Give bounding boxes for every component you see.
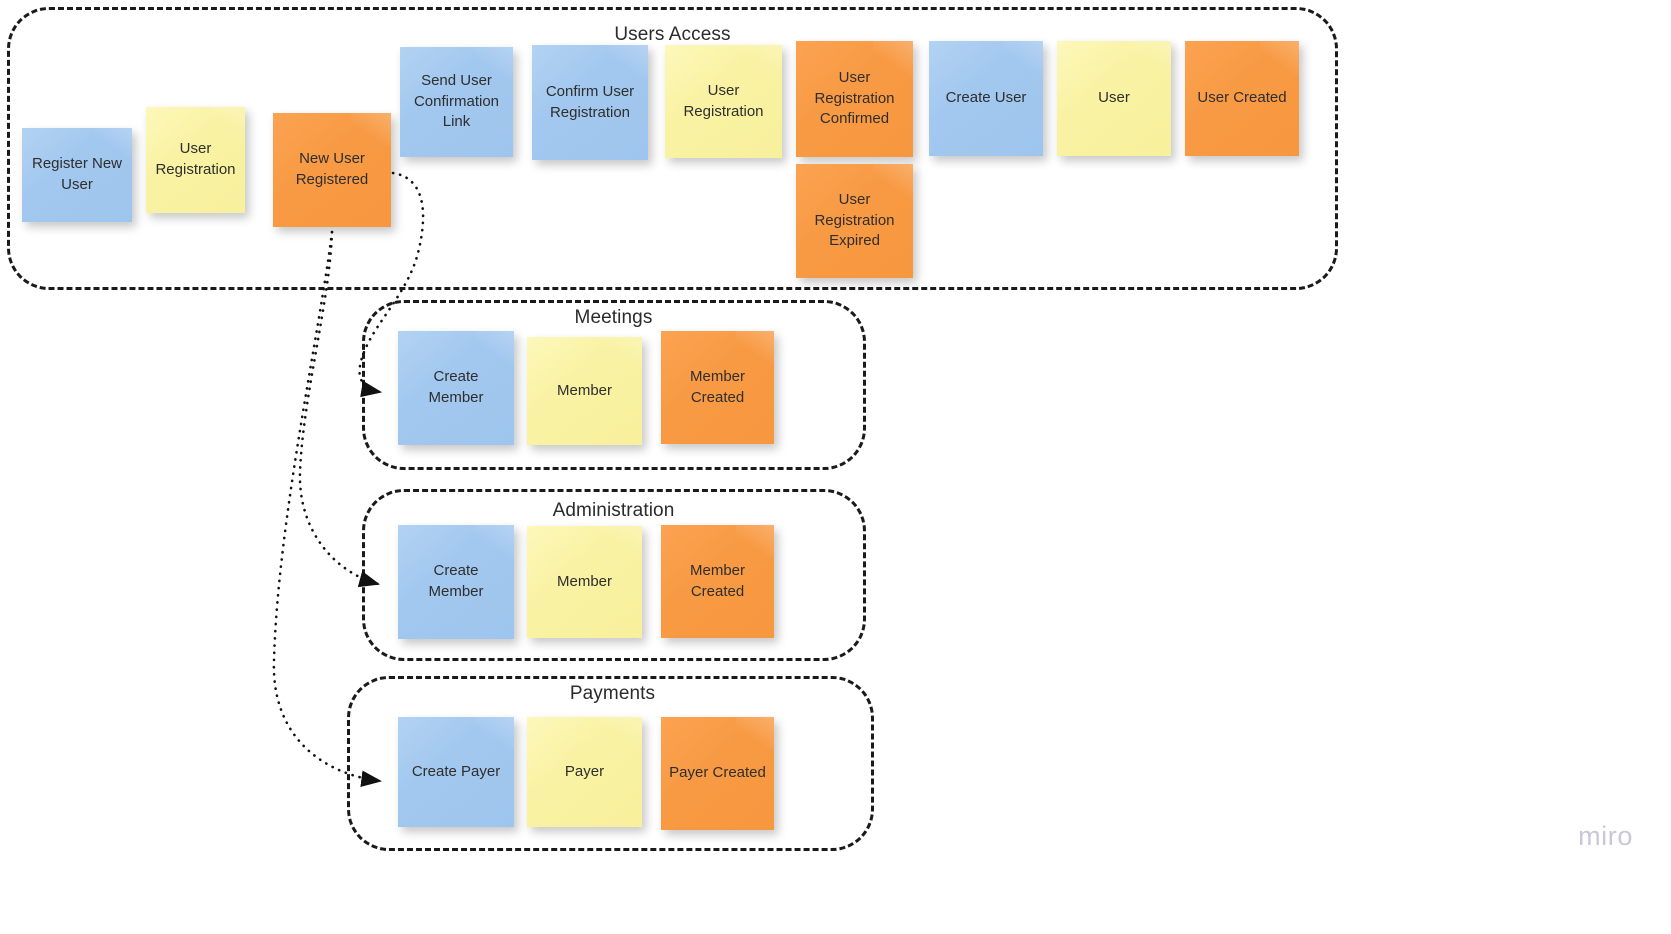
context-title-administration: Administration	[552, 500, 675, 521]
sticky-note-label: New User Registered	[295, 150, 369, 188]
sticky-note-label: User	[1098, 89, 1130, 107]
sticky-note-meetings-member[interactable]: Member	[527, 337, 642, 445]
context-title-meetings: Meetings	[574, 307, 653, 328]
sticky-note-label: Confirm User Registration	[545, 82, 635, 121]
sticky-note-user-registration-1[interactable]: User Registration	[146, 107, 245, 213]
sticky-note-admin-member[interactable]: Member	[527, 526, 642, 638]
sticky-note-label: User Registration	[683, 81, 764, 120]
sticky-note-label: Member	[556, 572, 612, 590]
sticky-note-meetings-member-created[interactable]: Member Created	[661, 331, 774, 444]
sticky-note-user-registration-expired[interactable]: User Registration Expired	[796, 164, 913, 278]
sticky-note-label: Payer Created	[669, 764, 766, 782]
connector-new-user-registered-to-administration-create-member[interactable]	[298, 230, 381, 588]
sticky-note-label: Member Created	[689, 367, 745, 406]
sticky-note-user-registration-2[interactable]: User Registration	[665, 45, 782, 158]
context-title-users-access: Users Access	[614, 24, 731, 45]
sticky-note-label: Send User Confirmation Link	[413, 71, 500, 131]
context-title-payments: Payments	[569, 683, 656, 704]
sticky-note-payments-payer[interactable]: Payer	[527, 717, 642, 827]
sticky-note-new-user-registered[interactable]: New User Registered	[273, 113, 391, 227]
sticky-note-send-user-confirmation[interactable]: Send User Confirmation Link	[400, 47, 513, 157]
sticky-note-label: Register New User	[31, 155, 123, 193]
connector-new-user-registered-to-payments-create-payer[interactable]	[272, 230, 383, 788]
sticky-note-user[interactable]: User	[1057, 41, 1171, 156]
sticky-note-payments-create-payer[interactable]: Create Payer	[398, 717, 514, 827]
sticky-note-create-user[interactable]: Create User	[929, 41, 1043, 156]
sticky-note-user-registration-confirmed[interactable]: User Registration Confirmed	[796, 41, 913, 157]
sticky-note-payments-payer-created[interactable]: Payer Created	[661, 717, 774, 830]
sticky-note-label: Create Member	[428, 562, 484, 600]
sticky-note-label: User Registration Expired	[814, 190, 895, 250]
sticky-note-label: User Registration	[155, 140, 236, 178]
sticky-note-register-new-user[interactable]: Register New User	[22, 128, 132, 222]
sticky-note-label: User Created	[1197, 89, 1287, 107]
sticky-note-label: Create Payer	[411, 762, 501, 780]
sticky-note-label: Create User	[945, 89, 1027, 107]
sticky-note-admin-member-created[interactable]: Member Created	[661, 525, 774, 638]
sticky-note-admin-create-member[interactable]: Create Member	[398, 525, 514, 639]
miro-watermark: miro	[1578, 821, 1633, 851]
sticky-note-label: Create Member	[428, 368, 484, 406]
sticky-note-user-created[interactable]: User Created	[1185, 41, 1299, 156]
sticky-note-label: Member	[556, 381, 612, 399]
sticky-note-meetings-create-member[interactable]: Create Member	[398, 331, 514, 445]
sticky-note-label: Member Created	[689, 561, 745, 600]
sticky-note-confirm-user-registration[interactable]: Confirm User Registration	[532, 45, 648, 160]
sticky-note-label: User Registration Confirmed	[814, 68, 895, 128]
sticky-note-label: Payer	[564, 762, 605, 780]
